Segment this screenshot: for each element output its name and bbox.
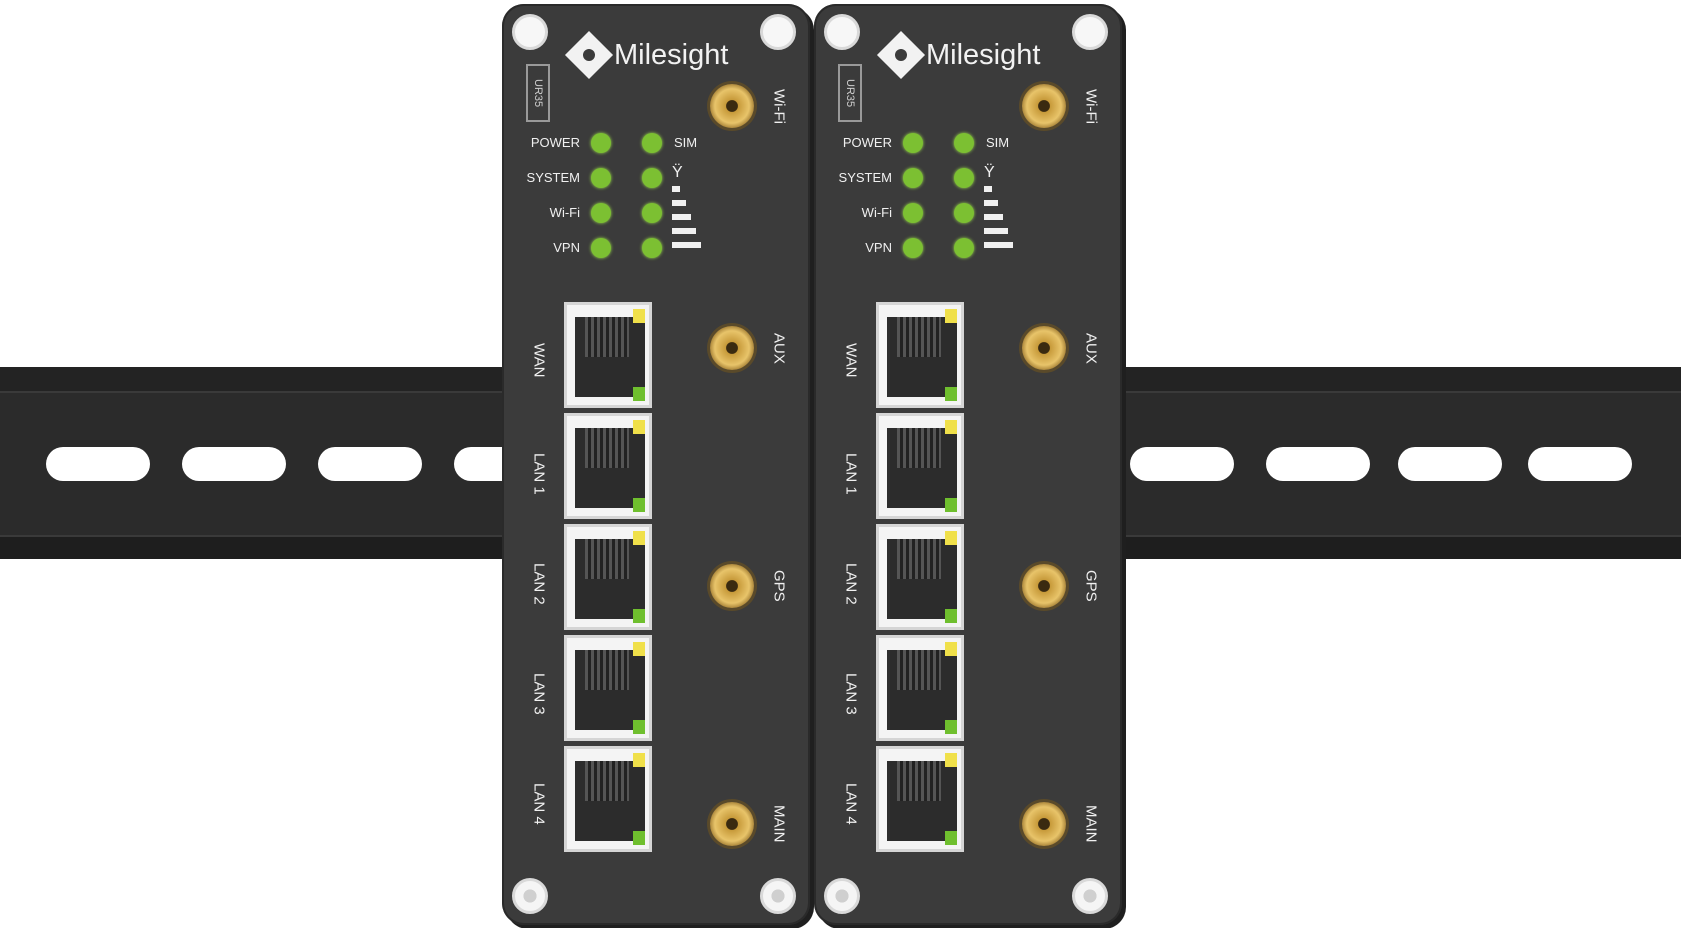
ethernet-port-wan[interactable]: [564, 302, 652, 408]
led-row-power: POWER SIM: [814, 129, 1122, 159]
led-label: Wi-Fi: [549, 205, 580, 220]
mount-hole: [824, 14, 860, 50]
led-indicator: [954, 168, 974, 188]
antenna-label: GPS: [770, 570, 788, 602]
ethernet-port-lan4[interactable]: [876, 746, 964, 852]
antenna-connector-aux[interactable]: [1022, 326, 1066, 370]
antenna-label: AUX: [1082, 332, 1100, 364]
led-indicator: [642, 133, 662, 153]
led-label: VPN: [553, 240, 580, 255]
led-indicator: [903, 203, 923, 223]
ethernet-port-lan1[interactable]: [876, 413, 964, 519]
mount-screw: [824, 878, 860, 914]
rail-slot: [182, 447, 286, 481]
model-label: UR35: [838, 64, 862, 122]
signal-strength-icon: Ÿ: [984, 164, 1014, 248]
model-label: UR35: [526, 64, 550, 122]
mount-hole: [512, 14, 548, 50]
led-indicator: [591, 133, 611, 153]
led-indicator: [903, 238, 923, 258]
brand-logo: Milesight: [564, 30, 772, 80]
led-label-sim: SIM: [986, 135, 1010, 150]
led-indicator: [954, 203, 974, 223]
milesight-logo-icon: [564, 30, 614, 80]
port-label: LAN 2: [530, 563, 548, 605]
led-indicator: [591, 203, 611, 223]
led-label: SYSTEM: [526, 170, 580, 185]
led-row-system: SYSTEM: [814, 164, 1122, 194]
led-label: POWER: [842, 135, 892, 150]
port-label: LAN 1: [842, 453, 860, 495]
antenna-connector-gps[interactable]: [710, 564, 754, 608]
rail-slot: [46, 447, 150, 481]
rail-slot: [1266, 447, 1370, 481]
led-row-wifi: Wi-Fi: [814, 199, 1122, 229]
led-row-wifi: Wi-Fi: [502, 199, 810, 229]
led-label: SYSTEM: [838, 170, 892, 185]
antenna-icon: Ÿ: [984, 164, 995, 181]
led-indicator: [903, 133, 923, 153]
led-indicator: [591, 168, 611, 188]
antenna-connector-wifi[interactable]: [1022, 84, 1066, 128]
ethernet-port-lan2[interactable]: [876, 524, 964, 630]
led-label: VPN: [865, 240, 892, 255]
antenna-label: GPS: [1082, 570, 1100, 602]
ethernet-port-lan3[interactable]: [876, 635, 964, 741]
ethernet-port-wan[interactable]: [876, 302, 964, 408]
port-label: LAN 3: [842, 673, 860, 715]
antenna-icon: Ÿ: [672, 164, 683, 181]
led-indicator: [642, 238, 662, 258]
ethernet-port-lan3[interactable]: [564, 635, 652, 741]
brand-logo: Milesight: [876, 30, 1084, 80]
antenna-connector-gps[interactable]: [1022, 564, 1066, 608]
led-label-sim: SIM: [674, 135, 698, 150]
antenna-connector-main[interactable]: [1022, 802, 1066, 846]
mount-hole: [1072, 14, 1108, 50]
mount-screw: [512, 878, 548, 914]
antenna-label: Wi-Fi: [770, 88, 788, 124]
mount-screw: [760, 878, 796, 914]
brand-name: Milesight: [614, 38, 729, 71]
port-label: LAN 2: [842, 563, 860, 605]
led-row-system: SYSTEM: [502, 164, 810, 194]
led-label: Wi-Fi: [861, 205, 892, 220]
led-label: POWER: [530, 135, 580, 150]
led-indicator: [903, 168, 923, 188]
antenna-connector-main[interactable]: [710, 802, 754, 846]
led-indicator: [642, 168, 662, 188]
rail-slot: [318, 447, 422, 481]
port-label: LAN 1: [530, 453, 548, 495]
antenna-connector-aux[interactable]: [710, 326, 754, 370]
rail-slot: [1130, 447, 1234, 481]
port-label: LAN 4: [530, 783, 548, 825]
antenna-label: MAIN: [770, 805, 788, 843]
signal-strength-icon: Ÿ: [672, 164, 702, 248]
port-label: WAN: [842, 342, 860, 378]
led-indicator: [642, 203, 662, 223]
port-label: LAN 4: [842, 783, 860, 825]
rail-slot: [1398, 447, 1502, 481]
mount-hole: [760, 14, 796, 50]
router-left: Milesight UR35 POWER SIM SYSTEM Wi-Fi VP…: [502, 4, 810, 925]
led-row-vpn: VPN: [502, 234, 810, 264]
antenna-connector-wifi[interactable]: [710, 84, 754, 128]
led-indicator: [954, 133, 974, 153]
antenna-label: MAIN: [1082, 805, 1100, 843]
led-indicator: [954, 238, 974, 258]
led-indicator: [591, 238, 611, 258]
led-row-power: POWER SIM: [502, 129, 810, 159]
antenna-label: Wi-Fi: [1082, 88, 1100, 124]
antenna-label: AUX: [770, 332, 788, 364]
milesight-logo-icon: [876, 30, 926, 80]
ethernet-port-lan2[interactable]: [564, 524, 652, 630]
rail-slot: [1528, 447, 1632, 481]
ethernet-port-lan4[interactable]: [564, 746, 652, 852]
mount-screw: [1072, 878, 1108, 914]
router-right: Milesight UR35 POWER SIM SYSTEM Wi-Fi VP…: [814, 4, 1122, 925]
port-label: WAN: [530, 342, 548, 378]
brand-name: Milesight: [926, 38, 1041, 71]
port-label: LAN 3: [530, 673, 548, 715]
led-row-vpn: VPN: [814, 234, 1122, 264]
ethernet-port-lan1[interactable]: [564, 413, 652, 519]
